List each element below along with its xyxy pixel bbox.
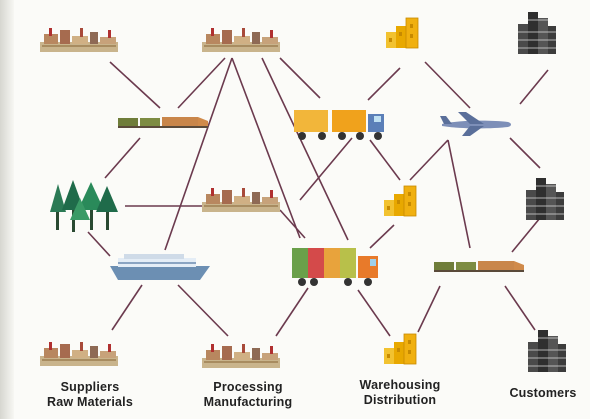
- factory-icon: [202, 344, 280, 368]
- customers-label-line-1: Customers: [509, 386, 577, 400]
- suppliers-label-line-1: Suppliers: [60, 380, 120, 394]
- processing-label-line-1: Processing: [213, 380, 283, 394]
- factory-icon: [202, 188, 280, 212]
- warehouse-icon: [383, 185, 417, 217]
- connector-lines: [87, 57, 549, 337]
- processing-label-line-2: Manufacturing: [203, 395, 293, 409]
- warehousing-label-line-2: Distribution: [363, 393, 437, 407]
- factory-icon: [40, 28, 118, 52]
- train-icon: [434, 261, 524, 272]
- processing-label: Processing Manufacturing: [193, 380, 303, 410]
- office-building-icon: [517, 11, 557, 55]
- truck-icon: [294, 110, 384, 140]
- train-icon: [118, 117, 208, 128]
- forest-icon: [50, 180, 118, 232]
- factory-icon: [40, 342, 118, 366]
- suppliers-label-line-2: Raw Materials: [47, 395, 133, 409]
- office-building-icon: [525, 177, 565, 221]
- truck-icon: [292, 248, 378, 286]
- factory-icon: [202, 28, 280, 52]
- suppliers-label: Suppliers Raw Materials: [40, 380, 140, 410]
- warehousing-label: Warehousing Distribution: [350, 378, 450, 408]
- warehouse-icon: [385, 17, 419, 49]
- office-building-icon: [527, 329, 567, 373]
- customers-label: Customers: [503, 386, 583, 401]
- airplane-icon: [440, 112, 511, 136]
- warehouse-icon: [383, 333, 417, 365]
- warehousing-label-line-1: Warehousing: [359, 378, 441, 392]
- left-edge-shadow: [0, 0, 14, 419]
- ship-icon: [110, 254, 210, 280]
